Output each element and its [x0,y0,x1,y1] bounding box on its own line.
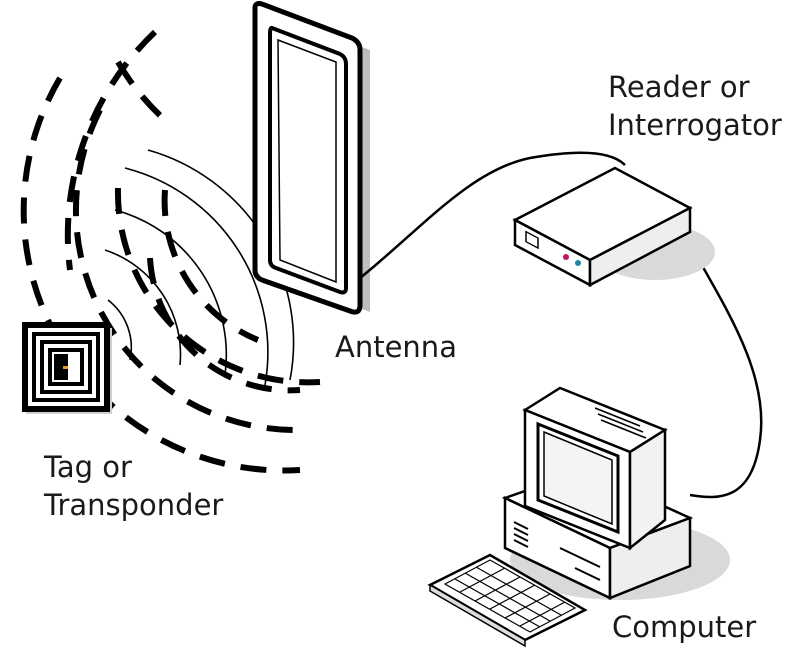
tag-label: Tag or Transponder [44,448,223,524]
monitor-side [628,427,667,551]
wave-arc-3 [114,187,321,386]
tag-label-line-1: Tag or [44,450,132,484]
reader-label: Reader or Interrogator [608,68,782,144]
cable-antenna-reader [359,151,626,279]
tag-chip-dot [63,366,68,369]
wave-arc-2 [161,189,260,343]
reader-led-right [575,260,581,266]
computer [427,386,730,648]
thin-arc-2 [104,249,182,366]
tag-transponder [22,322,112,414]
wave-arc-6 [115,60,168,123]
antenna-inner [268,25,348,295]
cables [359,151,763,499]
thin-arc-3 [114,209,228,376]
thin-arc-1 [107,299,133,361]
tag-chip [54,354,68,380]
reader-side [588,205,692,288]
computer-base-side [608,516,692,600]
computer-label: Computer [612,610,757,644]
tag-label-line-2: Transponder [44,488,224,522]
antenna [252,1,370,315]
wave-arc-7 [64,29,158,271]
keyboard-keys [443,559,577,633]
reader-port [525,230,539,250]
reader-interrogator [512,166,715,288]
reader-led-left [563,254,569,260]
antenna-label: Antenna [335,330,457,364]
wave-arc-5 [20,76,301,474]
thin-arc-4 [124,167,269,386]
wave-arc-1 [147,257,301,394]
cable-reader-computer [683,234,763,499]
reader-label-line-2: Interrogator [608,108,782,142]
reader-label-line-1: Reader or [608,70,750,104]
